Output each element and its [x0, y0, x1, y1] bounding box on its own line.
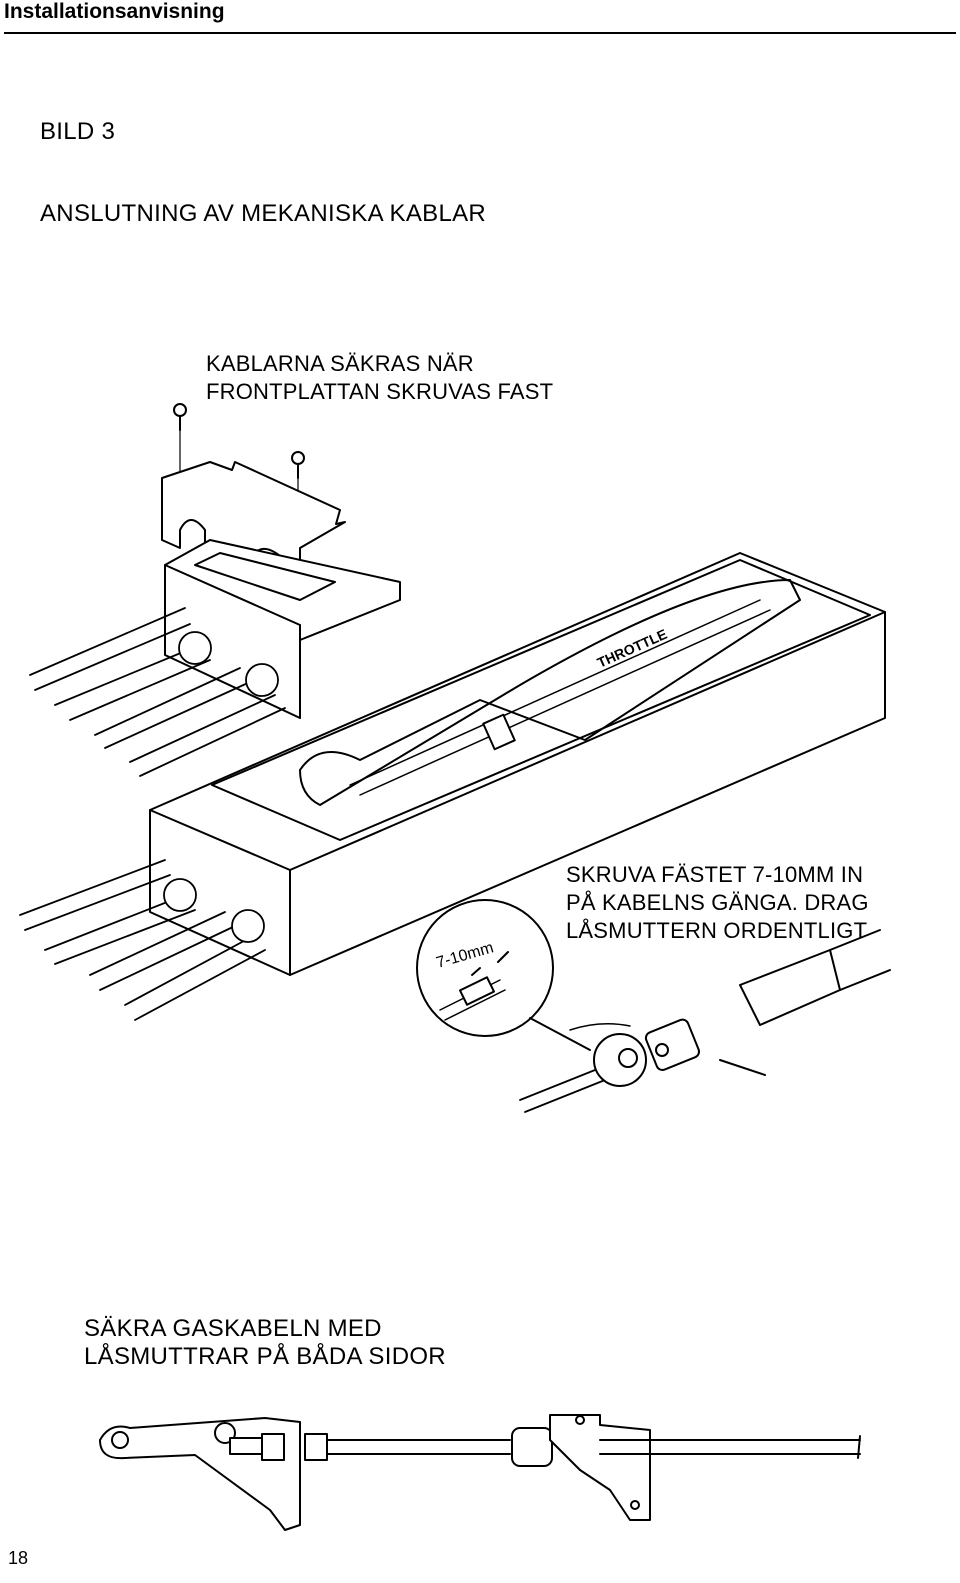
page-header-title: Installationsanvisning	[4, 0, 225, 23]
note-locknuts-line-1: SÄKRA GASKABELN MED	[84, 1315, 382, 1342]
note-thread-line-1: SKRUVA FÄSTET 7-10MM IN	[566, 862, 864, 887]
upper-cables	[29, 607, 286, 777]
page-number: 18	[8, 1548, 29, 1568]
throttle-linkage	[99, 1414, 861, 1531]
figure-label: BILD 3	[40, 118, 116, 145]
note-cover-plate: KABLARNA SÄKRAS NÄR FRONTPLATTAN SKRUVAS…	[206, 350, 553, 406]
screw-left-icon	[173, 403, 187, 481]
note-thread-line-2: PÅ KABELNS GÄNGA. DRAG	[566, 890, 869, 915]
note-thread-depth: SKRUVA FÄSTET 7-10MM IN PÅ KABELNS GÄNGA…	[566, 861, 869, 945]
thread-detail-circle	[416, 899, 591, 1051]
note-cover-line-2: FRONTPLATTAN SKRUVAS FAST	[206, 379, 554, 404]
note-locknuts: SÄKRA GASKABELN MED LÅSMUTTRAR PÅ BÅDA S…	[84, 1315, 446, 1371]
note-cover-line-1: KABLARNA SÄKRAS NÄR	[206, 351, 474, 376]
inner-cable	[349, 599, 771, 796]
figure-title: ANSLUTNING AV MEKANISKA KABLAR	[40, 200, 487, 227]
header-divider	[4, 32, 956, 34]
cable-end-assembly	[519, 929, 891, 1113]
small-housing	[164, 539, 401, 719]
note-locknuts-line-2: LÅSMUTTRAR PÅ BÅDA SIDOR	[84, 1343, 446, 1370]
main-housing	[149, 552, 886, 976]
note-thread-line-3: LÅSMUTTERN ORDENTLIGT	[566, 918, 868, 943]
lower-cables	[19, 859, 266, 1021]
